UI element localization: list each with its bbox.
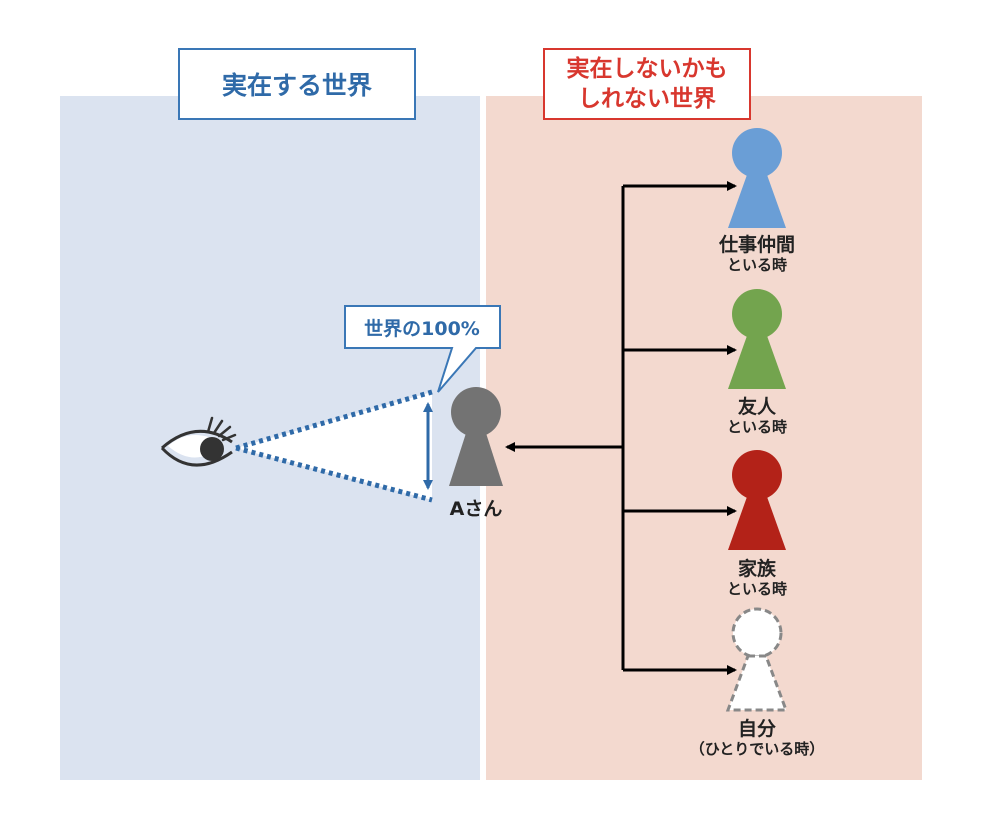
self-figure bbox=[725, 607, 789, 712]
friend-label-line2: といる時 bbox=[726, 418, 788, 436]
coworker-label-line2: といる時 bbox=[726, 256, 788, 274]
family-label-line1: 家族 bbox=[737, 558, 777, 580]
self-label: 自分 （ひとりでいる時） bbox=[690, 718, 825, 759]
maybe-unreal-world-title: 実在しないかも しれない世界 bbox=[543, 48, 751, 120]
person-a-label: Aさん bbox=[449, 498, 503, 520]
self-label-line2: （ひとりでいる時） bbox=[689, 740, 825, 758]
view-line-top bbox=[235, 389, 433, 451]
view-cone bbox=[236, 392, 432, 500]
real-world-title-text: 実在する世界 bbox=[221, 71, 372, 100]
friend-figure bbox=[728, 289, 786, 389]
maybe-unreal-world-title-line2: しれない世界 bbox=[578, 86, 716, 112]
family-label-line2: といる時 bbox=[726, 580, 788, 598]
maybe-unreal-world-title-line1: 実在しないかも bbox=[566, 56, 728, 82]
person-a-figure bbox=[449, 387, 503, 486]
coworker-label-line1: 仕事仲間 bbox=[718, 234, 796, 256]
family-figure bbox=[728, 450, 786, 550]
maybe-unreal-world-panel bbox=[486, 96, 922, 780]
friend-label-line1: 友人 bbox=[737, 396, 777, 418]
view-line-bottom bbox=[235, 445, 433, 503]
coworker-label: 仕事仲間 といる時 bbox=[719, 234, 795, 275]
eye-icon bbox=[160, 416, 237, 467]
callout-box bbox=[344, 305, 501, 393]
coworker-figure bbox=[728, 128, 786, 228]
friend-label: 友人 といる時 bbox=[727, 396, 787, 437]
callout-text: 世界の100% bbox=[364, 317, 480, 340]
family-label: 家族 といる時 bbox=[727, 558, 787, 599]
real-world-title: 実在する世界 bbox=[178, 48, 416, 120]
self-label-line1: 自分 bbox=[737, 718, 776, 740]
